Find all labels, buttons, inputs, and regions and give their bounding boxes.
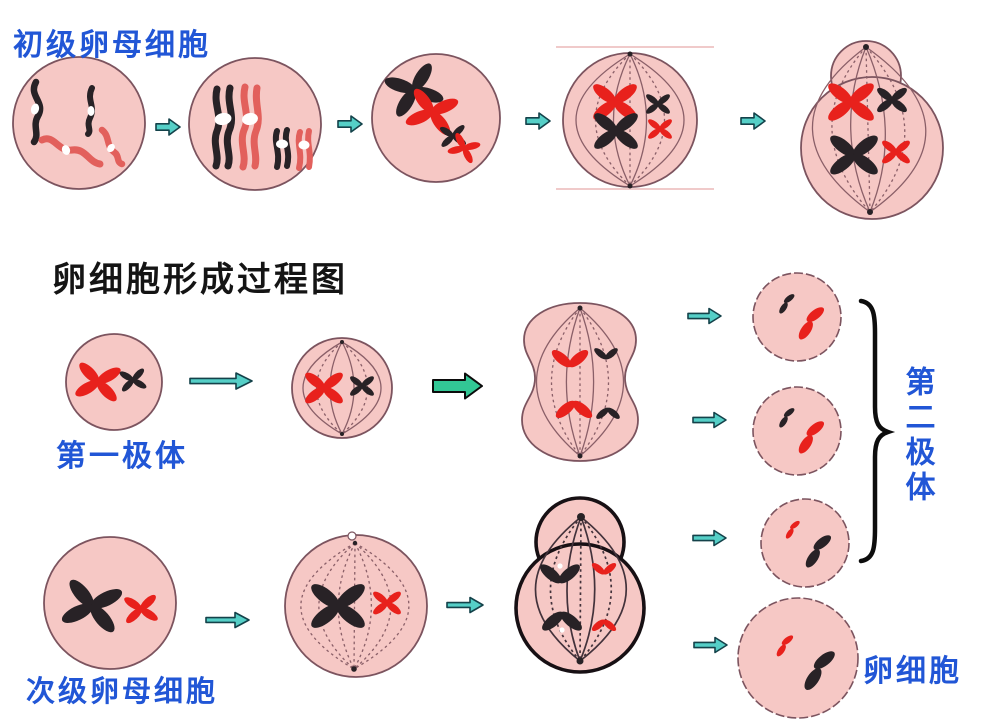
label-secondary-oocyte: 次级卵母细胞 bbox=[26, 676, 219, 708]
secondary-oocyte-metaphase2-cell bbox=[284, 531, 428, 678]
secondary-oocyte-cell bbox=[43, 536, 177, 670]
arrow-stage4-icon bbox=[740, 112, 766, 130]
label-first-polar-body: 第一极体 bbox=[56, 440, 188, 473]
second-polar-body-cell-2 bbox=[752, 386, 842, 476]
arrow-daughter4-icon bbox=[693, 636, 728, 654]
arrow-daughter2-icon bbox=[692, 411, 727, 429]
second-polar-body-cell-3 bbox=[760, 498, 850, 588]
arrow-daughter3-icon bbox=[692, 529, 727, 547]
arrow-stage2-icon bbox=[337, 115, 363, 133]
primary-oocyte-anaphase1-cell bbox=[800, 40, 944, 220]
arrow-polar1-icon bbox=[189, 372, 253, 390]
secondary-oocyte-anaphase2-cell bbox=[514, 496, 646, 674]
primary-oocyte-prophase-cell bbox=[12, 56, 146, 190]
primary-oocyte-tetrad-cell bbox=[371, 53, 501, 183]
arrow-oocyte1-icon bbox=[205, 611, 250, 629]
arrow-stage1-icon bbox=[155, 118, 181, 136]
second-polar-body-cell-1 bbox=[752, 272, 842, 362]
label-second-polar-body: 第二极体 bbox=[900, 366, 934, 506]
second-polar-body-brace bbox=[858, 298, 896, 564]
polar-body-anaphase2-cell bbox=[521, 302, 639, 462]
diagram-title: 卵细胞形成过程图 bbox=[52, 261, 348, 299]
primary-oocyte-synapsis-cell bbox=[188, 57, 322, 191]
label-egg-cell: 卵细胞 bbox=[863, 655, 962, 688]
arrow-daughter1-icon bbox=[687, 307, 722, 325]
arrow-polar2-icon bbox=[432, 372, 483, 400]
arrow-oocyte2-icon bbox=[446, 596, 484, 614]
label-primary-oocyte: 初级卵母细胞 bbox=[13, 29, 211, 62]
first-polar-body-cell bbox=[65, 333, 163, 431]
arrow-stage3-icon bbox=[525, 112, 551, 130]
polar-body-metaphase2-cell bbox=[291, 337, 393, 439]
primary-oocyte-metaphase1-cell bbox=[556, 46, 714, 190]
egg-cell bbox=[737, 597, 859, 719]
